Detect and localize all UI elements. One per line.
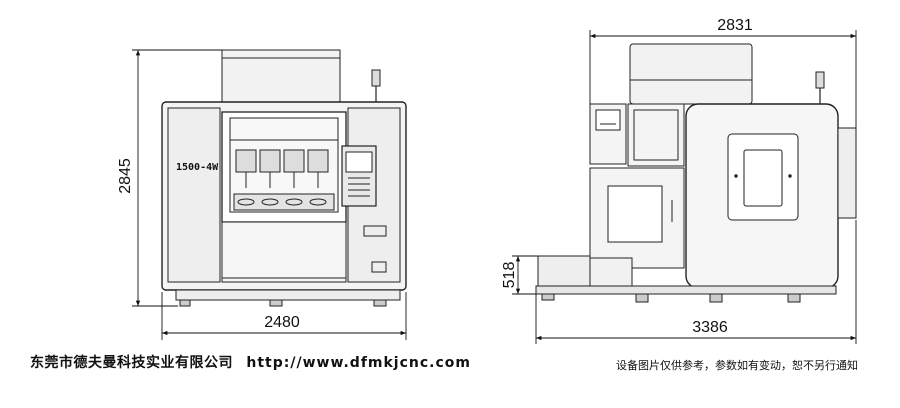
front-view [161,49,407,307]
company-name: 东莞市德夫曼科技实业有限公司 [30,355,233,371]
disclaimer-text: 设备图片仅供参考，参数如有变动，恕不另行通知 [616,359,858,372]
front-width-dimension [161,292,407,340]
side-top-width-label: 2831 [717,17,753,34]
model-label: 1500-4W [176,162,219,173]
side-bottom-width-label: 3386 [692,319,728,336]
company-url[interactable]: http://www.dfmkjcnc.com [246,355,471,371]
front-height-label: 2845 [117,158,134,194]
front-height-dimension [132,49,222,307]
company-footer: 东莞市德夫曼科技实业有限公司 http://www.dfmkjcnc.com [30,352,479,372]
front-width-label: 2480 [264,314,300,331]
side-bottom-width-dimension [535,220,857,344]
side-base-height-label: 518 [501,262,518,289]
side-base-height-dimension [512,255,538,295]
side-view [535,43,857,303]
spindle-group [233,149,335,211]
side-top-width-dimension [589,30,857,128]
